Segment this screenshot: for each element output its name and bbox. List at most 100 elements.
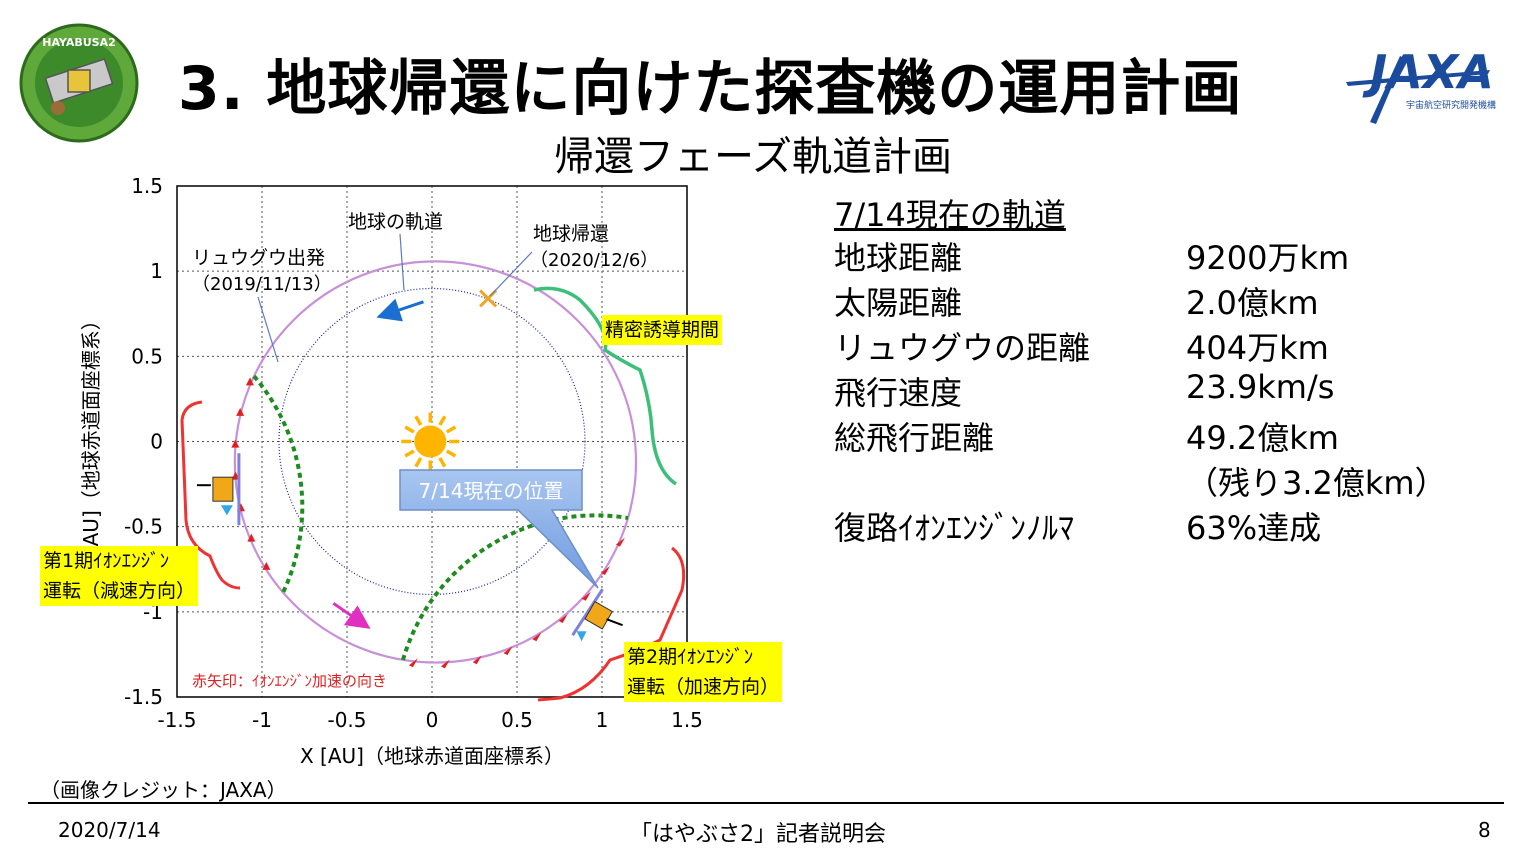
x-tick-label: 0.5 xyxy=(501,708,533,732)
chart-plot-frame xyxy=(176,185,688,698)
x-tick-label: 1 xyxy=(596,708,609,732)
precision-guidance-brace xyxy=(533,286,678,486)
phase2-thrust-track xyxy=(401,513,629,661)
spacecraft-current-icon xyxy=(571,588,623,642)
sun-ray xyxy=(445,449,457,458)
earth-return-date-label: （2020/12/6） xyxy=(530,250,658,271)
sun-ray xyxy=(404,425,415,434)
image-credit: （画像クレジット：JAXA） xyxy=(40,778,287,802)
jaxa-logo-text: JAXA xyxy=(1362,45,1494,99)
x-tick-label: 1.5 xyxy=(671,708,703,732)
page-number: 8 xyxy=(1478,818,1491,842)
phase2-line2: 運転（加速方向） xyxy=(624,672,783,702)
earth-orbit-leader xyxy=(399,233,405,291)
orbit-status-label: 総飛行距離 xyxy=(834,419,995,457)
earth-return-label: 地球帰還 xyxy=(533,223,609,245)
spacecraft-panel xyxy=(571,588,604,637)
x-tick-label: -1 xyxy=(252,708,272,732)
footer-event-name: 「はやぶさ2」記者説明会 xyxy=(630,822,886,847)
departure-leader xyxy=(257,296,279,363)
thrust-arrow xyxy=(472,655,482,665)
orbit-status-label: 太陽距離 xyxy=(834,284,963,322)
thrust-arrow xyxy=(601,566,611,576)
thrust-arrow xyxy=(262,561,271,570)
orbit-status-value: 49.2億km xyxy=(1186,419,1339,457)
thrust-arrow xyxy=(440,659,450,669)
phase2-thrust-label: 第2期ｲｵﾝｴﾝｼﾞﾝ 運転（加速方向） xyxy=(624,642,783,702)
orbit-status-value: （残り3.2億km） xyxy=(1186,464,1447,502)
orbit-status-value: 404万km xyxy=(1186,329,1329,367)
thrust-arrow xyxy=(408,658,418,668)
sun-ray xyxy=(414,415,423,426)
x-tick-label: -0.5 xyxy=(327,708,366,732)
orbit-status-label: 飛行速度 xyxy=(834,374,963,412)
hayabusa2-mission-logo: HAYABUSA2 xyxy=(19,23,139,143)
spacecraft-thruster xyxy=(576,631,587,642)
sun-disc xyxy=(414,425,447,458)
footer-divider xyxy=(28,802,1504,804)
jaxa-logo-subtext: 宇宙航空研究開発機構 xyxy=(1406,99,1496,111)
orbit-status-label: リュウグウの距離 xyxy=(834,329,1091,367)
y-axis-label: Y [AU]（地球赤道面座標系） xyxy=(79,310,103,574)
orbit-status-label: 地球距離 xyxy=(834,239,963,277)
orbit-status-label: 復路ｲｵﾝｴﾝｼﾞﾝﾉﾙﾏ xyxy=(834,509,1075,547)
earth-return-leader xyxy=(489,251,533,297)
sun-icon xyxy=(401,412,460,471)
spacecraft-body xyxy=(212,476,234,502)
y-tick-label: -0.5 xyxy=(124,515,163,539)
footer-date: 2020/7/14 xyxy=(58,818,161,842)
slide-subtitle: 帰還フェーズ軌道計画 xyxy=(554,134,952,180)
spacecraft-thruster xyxy=(220,505,233,516)
jaxa-logo: JAXA 宇宙航空研究開発機構 xyxy=(1346,45,1496,124)
phase1-brace xyxy=(180,400,241,590)
precision-guidance-label: 精密誘導期間 xyxy=(602,315,723,345)
orbit-status-value: 2.0億km xyxy=(1186,284,1319,322)
sun-ray xyxy=(438,415,447,426)
thrust-arrow xyxy=(247,533,256,542)
thrust-arrow xyxy=(236,407,245,416)
earth-orbit-label: 地球の軌道 xyxy=(348,211,443,233)
departure-date-label: （2019/11/13） xyxy=(192,274,332,295)
sun-ray xyxy=(414,457,423,468)
phase2-line1: 第2期ｲｵﾝｴﾝｼﾞﾝ xyxy=(624,642,783,672)
thrust-arrow xyxy=(581,591,591,601)
spacecraft-antenna xyxy=(606,618,623,627)
orbit-status-value: 23.9km/s xyxy=(1186,368,1335,406)
thrust-arrow xyxy=(231,439,240,448)
current-position-callout xyxy=(399,469,599,589)
spacecraft-orbit xyxy=(233,260,638,664)
current-position-label: 7/14現在の位置 xyxy=(419,479,564,503)
x-tick-label: -1.5 xyxy=(157,708,196,732)
orbit-status-value: 63%達成 xyxy=(1186,509,1322,547)
thrust-arrow xyxy=(245,377,254,386)
sun-ray xyxy=(404,449,415,458)
orbit-status-value: 9200万km xyxy=(1186,239,1350,277)
callout-shape xyxy=(399,469,599,589)
thrust-arrow xyxy=(558,613,568,623)
departure-label: リュウグウ出発 xyxy=(192,247,325,269)
thrust-arrow xyxy=(532,632,542,642)
y-tick-label: 0 xyxy=(150,430,163,454)
phase1-line1: 第1期ｲｵﾝｴﾝｼﾞﾝ xyxy=(40,546,199,576)
earth-orbit xyxy=(278,287,586,596)
thrust-arrow xyxy=(615,537,625,547)
mission-logo-text: HAYABUSA2 xyxy=(42,36,116,49)
earth-motion-arrow xyxy=(376,298,424,322)
y-tick-label: 1 xyxy=(150,259,163,283)
sun-ray xyxy=(438,457,447,468)
x-axis-label: X [AU]（地球赤道面座標系） xyxy=(300,744,564,768)
spacecraft-body xyxy=(584,600,613,630)
thrust-arrow xyxy=(503,646,513,656)
x-tick-label: 0 xyxy=(426,708,439,732)
phase1-thrust-label: 第1期ｲｵﾝｴﾝｼﾞﾝ 運転（減速方向） xyxy=(40,546,199,606)
spacecraft-phase1-icon xyxy=(196,453,241,526)
orbit-status-heading: 7/14現在の軌道 xyxy=(834,196,1066,234)
thrust-arrow-legend: 赤矢印：ｲｵﾝｴﾝｼﾞﾝ加速の向き xyxy=(192,672,387,690)
phase1-thrust-track xyxy=(252,374,305,594)
slide-title: 3. 地球帰還に向けた探査機の運用計画 xyxy=(178,54,1243,124)
y-tick-label: 0.5 xyxy=(131,344,163,368)
y-tick-label: 1.5 xyxy=(131,174,163,198)
spacecraft-motion-arrow xyxy=(332,602,371,629)
y-tick-label: -1.5 xyxy=(124,685,163,709)
